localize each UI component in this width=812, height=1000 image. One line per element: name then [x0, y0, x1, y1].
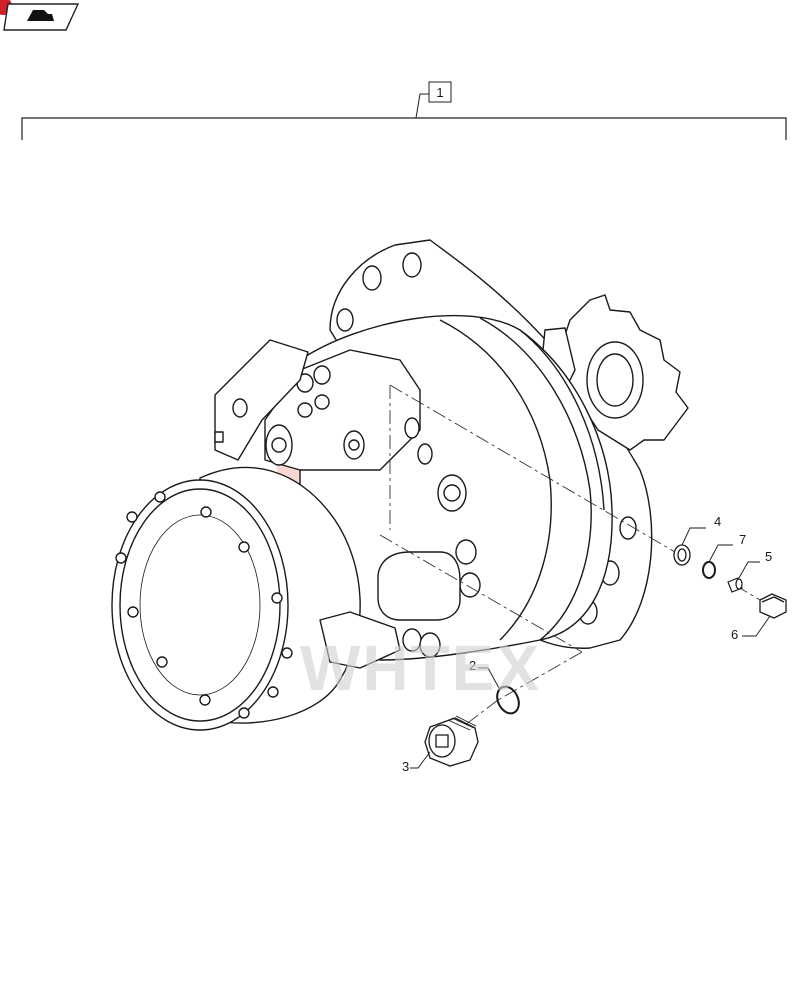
assembly-bracket: 1 — [21, 81, 787, 140]
drive-sprocket — [539, 294, 689, 451]
speed-sensor-box — [214, 339, 309, 461]
hydraulic-motor-assembly — [111, 239, 689, 731]
plug-part-6[interactable] — [759, 593, 787, 619]
callout-leaders — [410, 527, 771, 769]
callout-6-label: 6 — [731, 627, 738, 642]
side-port-boss — [319, 611, 401, 669]
o-ring-part-7[interactable] — [702, 561, 716, 579]
callout-4-label: 4 — [714, 514, 721, 529]
threaded-plug-part-3[interactable] — [424, 715, 479, 767]
callout-5-label: 5 — [765, 549, 772, 564]
callout-2-label: 2 — [469, 658, 476, 673]
o-ring-part-2[interactable] — [493, 683, 523, 717]
washer-part-4[interactable] — [673, 544, 691, 566]
callout-7-label: 7 — [739, 532, 746, 547]
callout-1-label: 1 — [436, 85, 443, 100]
page-nav-icon[interactable] — [0, 0, 80, 31]
pin-part-5[interactable] — [727, 577, 743, 593]
end-cap — [111, 466, 361, 731]
callout-3-label: 3 — [402, 759, 409, 774]
watermark-text: WHTEX — [300, 632, 541, 704]
